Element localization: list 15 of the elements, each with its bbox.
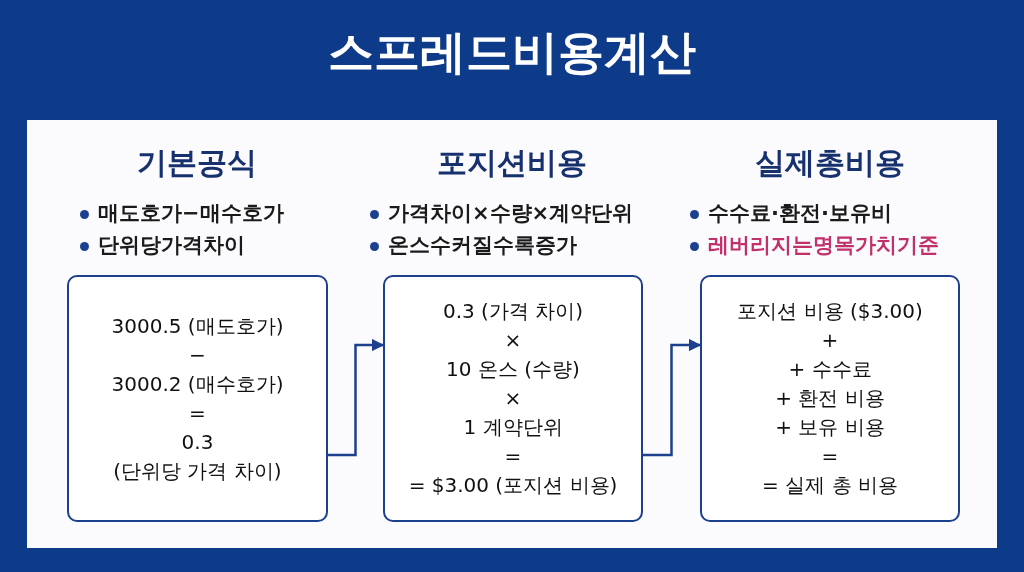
bullet-text: 가격차이×수량×계약단위	[388, 200, 634, 227]
column-heading: 기본공식	[136, 144, 258, 182]
arrow	[643, 338, 702, 457]
bullet-text: 레버리지는명목가치기준	[708, 232, 939, 259]
column-heading: 실제총비용	[754, 144, 906, 182]
column-heading: 포지션비용	[436, 144, 588, 182]
formula-box: 포지션 비용 ($3.00) + + 수수료 + 환전 비용 + 보유 비용 = = 실제 총 비용	[700, 275, 960, 522]
title: 스프레드비용계산	[327, 24, 697, 81]
formula-box: 0.3 (가격 차이) × 10 온스 (수량) × 1 계약단위 = = $3.00 (포지션 비용)	[383, 275, 643, 522]
formula-box: 3000.5 (매도호가) − 3000.2 (매수호가) = 0.3 (단위당 가격 차이)	[67, 275, 328, 522]
bullet-text: 단위당가격차이	[98, 232, 245, 259]
arrow	[328, 338, 385, 457]
bullet-text: 수수료·환전·보유비	[708, 200, 892, 227]
bullet-text: 온스수커질수록증가	[388, 232, 577, 259]
bullet-text: 매도호가−매수호가	[98, 200, 284, 227]
